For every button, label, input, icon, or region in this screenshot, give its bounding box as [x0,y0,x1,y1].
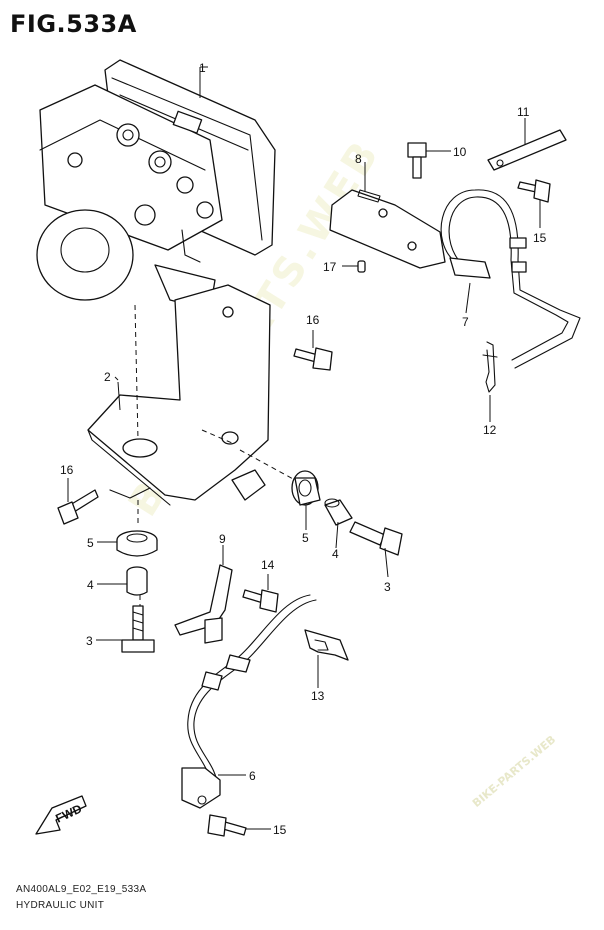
callout-9: 9 [219,532,226,546]
callout-4-left: 4 [87,578,94,592]
bracket-9[interactable] [174,564,233,644]
callout-3-right: 3 [384,580,391,594]
diagram-code: AN400AL9_E02_E19_533A [16,884,147,895]
leader-lines [67,66,541,830]
fwd-arrow: FWD [35,795,87,835]
pin-17[interactable] [357,260,366,273]
grommet-right[interactable] [291,470,321,506]
clip-13[interactable] [304,629,349,661]
hose-7[interactable] [440,189,581,369]
bolt-16-upper[interactable] [293,347,333,371]
bolt-left[interactable] [121,605,155,653]
bolt-right[interactable] [349,521,403,556]
collar-left[interactable] [126,566,148,596]
callout-8: 8 [355,152,362,166]
clamp-11[interactable] [487,129,567,171]
sensor-6[interactable] [181,594,317,809]
callout-2: 2 [104,370,111,384]
figure-title: FIG.533A [10,10,137,38]
callout-6: 6 [249,769,256,783]
bracket-8[interactable] [329,189,446,269]
callout-16-upper: 16 [306,313,320,327]
grommet-left[interactable] [116,530,158,557]
bolt-10[interactable] [407,142,427,179]
callout-17: 17 [323,260,337,274]
bolt-14[interactable] [242,589,279,613]
diagram-caption: HYDRAULIC UNIT [16,900,105,911]
callout-4-right: 4 [332,547,339,561]
bolt-15-lower[interactable] [207,814,247,837]
callout-16-lower: 16 [60,463,74,477]
bracket[interactable] [87,284,271,506]
callout-5-left: 5 [87,536,94,550]
callout-13: 13 [311,689,325,703]
callout-10: 10 [453,145,467,159]
callout-11: 11 [517,105,530,119]
callout-14: 14 [261,558,275,572]
collar-right[interactable] [324,498,353,526]
callout-12: 12 [483,423,497,437]
clip-12[interactable] [482,341,498,393]
callout-1: 1 [199,61,206,75]
callout-5-right: 5 [302,531,309,545]
callout-7: 7 [462,315,469,329]
callout-3-left: 3 [86,634,93,648]
hydraulic-unit[interactable] [36,59,276,311]
bolt-15-upper[interactable] [517,179,551,203]
callout-15-upper: 15 [533,231,547,245]
bolt-16-lower[interactable] [57,489,99,525]
callout-15-lower: 15 [273,823,287,837]
